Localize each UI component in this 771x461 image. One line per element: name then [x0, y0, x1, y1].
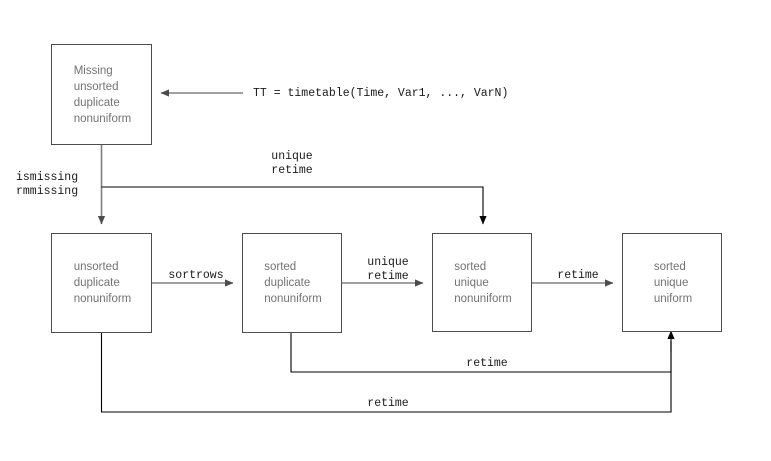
node-label: sorted unique uniform [653, 260, 693, 305]
node-label: sorted duplicate nonuniform [264, 261, 322, 305]
node-label: Missing unsorted duplicate nonuniform [73, 64, 132, 125]
edge-label-retime-right: retime [557, 269, 599, 282]
edge-label-unique-retime-top: unique retime [271, 150, 313, 177]
node-label: unsorted duplicate nonuniform [73, 261, 132, 305]
node-missing-unsorted-duplicate-nonuniform[interactable]: Missing unsorted duplicate nonuniform [51, 44, 152, 145]
edge-label-ismissing-rmmissing: ismissing rmmissing [16, 171, 79, 198]
edge-label-timetable-call: TT = timetable(Time, Var1, ..., VarN) [253, 87, 509, 100]
edge-label-sortrows: sortrows [168, 269, 224, 282]
edge-branch-to-sorted-unique [101, 186, 487, 225]
node-sorted-duplicate-nonuniform[interactable]: sorted duplicate nonuniform [242, 233, 342, 333]
node-sorted-unique-nonuniform[interactable]: sorted unique nonuniform [432, 233, 532, 332]
edge-label-retime-bottom: retime [367, 397, 409, 410]
edge-label-retime-lower: retime [466, 357, 508, 370]
node-sorted-unique-uniform[interactable]: sorted unique uniform [622, 233, 722, 332]
edge-label-unique-retime-mid: unique retime [367, 256, 409, 283]
node-label: sorted unique nonuniform [454, 260, 512, 305]
node-unsorted-duplicate-nonuniform[interactable]: unsorted duplicate nonuniform [51, 233, 152, 333]
